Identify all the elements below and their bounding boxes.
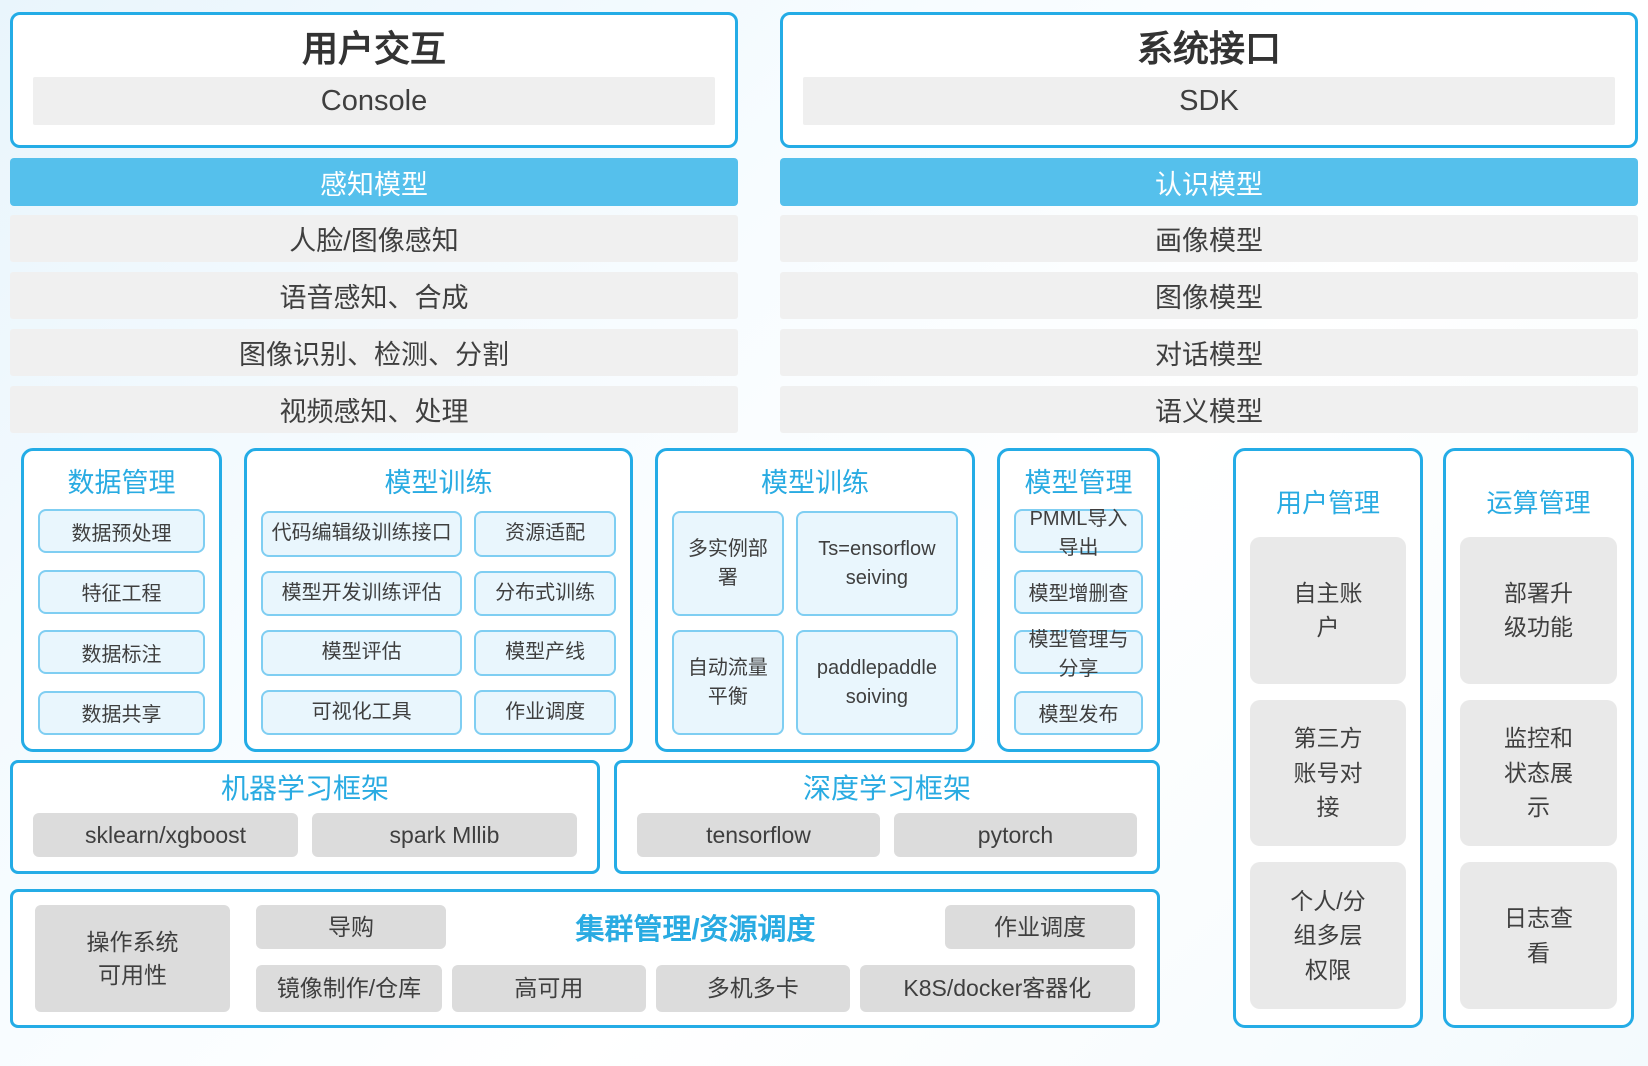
header-recognition-model: 认识模型 (780, 158, 1638, 206)
chip-model-evaluation: 模型评估 (261, 630, 463, 676)
model-management-items: PMML导入导出 模型增删查 模型管理与分享 模型发布 (1014, 508, 1143, 735)
chip-tensorflow-serving: Ts=ensorflow seiving (795, 511, 958, 616)
chip-data-preprocess: 数据预处理 (38, 509, 205, 553)
chip-sklearn-xgboost: sklearn/xgboost (33, 813, 298, 857)
box-title: 模型训练 (384, 468, 493, 498)
model-headers-row: 感知模型 认识模型 (10, 158, 1638, 206)
chip-model-crud: 模型增删查 (1014, 569, 1143, 614)
recognition-model-rows: 画像模型 图像模型 对话模型 语义模型 (780, 215, 1638, 433)
model-row-speech: 语音感知、合成 (10, 272, 738, 319)
chip-distributed-training: 分布式训练 (474, 570, 616, 616)
chip-model-publish: 模型发布 (1014, 690, 1143, 735)
perception-model-rows: 人脸/图像感知 语音感知、合成 图像识别、检测、分割 视频感知、处理 (10, 215, 738, 433)
chip-multi-level-permission: 个人/分组多层权限 (1250, 862, 1406, 1010)
box-dl-framework: 深度学习框架 tensorflow pytorch (614, 760, 1160, 874)
box-title: 深度学习框架 (802, 773, 971, 804)
main-area: 数据管理 数据预处理 特征工程 数据标注 数据共享 模型训练 代码编辑级训练接口… (10, 448, 1638, 1028)
chip-job-scheduling-bottom: 作业调度 (945, 905, 1135, 949)
chip-model-pipeline: 模型产线 (474, 630, 616, 676)
chip-shopping-guide: 导购 (256, 905, 446, 949)
box-operation-management: 运算管理 部署升级功能 监控和状态展示 日志查看 (1443, 448, 1634, 1028)
panel-user-interaction: 用户交互 Console (10, 12, 738, 148)
chip-paddlepaddle-serving: paddlepaddle soiving (795, 630, 958, 735)
box-user-management: 用户管理 自主账户 第三方账号对接 个人/分组多层权限 (1233, 448, 1423, 1028)
box-model-management: 模型管理 PMML导入导出 模型增删查 模型管理与分享 模型发布 (997, 448, 1160, 752)
box-title: 机器学习框架 (220, 773, 389, 804)
chip-code-editing-training-api: 代码编辑级训练接口 (261, 511, 463, 557)
panel-user-interaction-title: 用户交互 (301, 28, 446, 69)
panel-system-interface: 系统接口 SDK (780, 12, 1638, 148)
model-row-profile: 画像模型 (780, 215, 1638, 262)
box-title: 数据管理 (67, 468, 176, 498)
chip-resource-adaptation: 资源适配 (474, 511, 616, 557)
left-main-column: 数据管理 数据预处理 特征工程 数据标注 数据共享 模型训练 代码编辑级训练接口… (10, 448, 1160, 1028)
data-management-items: 数据预处理 特征工程 数据标注 数据共享 (38, 509, 205, 735)
chip-visualization-tools: 可视化工具 (261, 689, 463, 735)
chip-pmml-import-export: PMML导入导出 (1014, 508, 1143, 559)
chip-feature-engineering: 特征工程 (38, 569, 205, 614)
chip-job-scheduling: 作业调度 (474, 689, 616, 735)
dl-framework-items: tensorflow pytorch (637, 813, 1137, 857)
box-title: 模型管理 (1024, 468, 1133, 498)
box-data-management: 数据管理 数据预处理 特征工程 数据标注 数据共享 (21, 448, 222, 752)
chip-spark-mllib: spark Mllib (312, 813, 577, 857)
chip-model-manage-share: 模型管理与分享 (1014, 629, 1143, 680)
panel-system-interface-title: 系统接口 (1136, 28, 1281, 69)
chip-third-party-account: 第三方账号对接 (1250, 699, 1406, 847)
capability-boxes-row: 数据管理 数据预处理 特征工程 数据标注 数据共享 模型训练 代码编辑级训练接口… (21, 448, 1160, 752)
ml-framework-items: sklearn/xgboost spark Mllib (33, 813, 577, 857)
sdk-item: SDK (803, 77, 1615, 125)
cluster-title: 集群管理/资源调度 (575, 914, 816, 946)
box-title: 用户管理 (1275, 488, 1380, 518)
frameworks-row: 机器学习框架 sklearn/xgboost spark Mllib 深度学习框… (10, 760, 1160, 874)
box-ml-framework: 机器学习框架 sklearn/xgboost spark Mllib (10, 760, 600, 874)
operation-management-items: 部署升级功能 监控和状态展示 日志查看 (1460, 537, 1617, 1010)
cluster-top-row: 导购 集群管理/资源调度 作业调度 (256, 905, 1135, 949)
chip-multi-machine-multi-card: 多机多卡 (655, 965, 850, 1012)
model-row-image-recognition: 图像识别、检测、分割 (10, 329, 738, 376)
model-training-2-items: 多实例部署 Ts=ensorflow seiving 自动流量平衡 paddle… (672, 511, 958, 735)
chip-multi-instance-deploy: 多实例部署 (672, 511, 784, 616)
chip-k8s-docker: K8S/docker客器化 (859, 965, 1135, 1012)
model-row-dialog: 对话模型 (780, 329, 1638, 376)
user-management-items: 自主账户 第三方账号对接 个人/分组多层权限 (1250, 537, 1406, 1010)
chip-monitoring-status: 监控和状态展示 (1460, 699, 1617, 847)
chip-deploy-upgrade: 部署升级功能 (1460, 537, 1617, 684)
chip-pytorch: pytorch (894, 813, 1137, 857)
box-cluster-management: 操作系统可用性 导购 集群管理/资源调度 作业调度 镜像制作/仓库 高可用 多机… (10, 889, 1160, 1028)
header-perception-model: 感知模型 (10, 158, 738, 206)
console-item: Console (33, 77, 715, 125)
box-title: 运算管理 (1486, 488, 1591, 518)
model-training-1-items: 代码编辑级训练接口 资源适配 模型开发训练评估 分布式训练 模型评估 模型产线 … (261, 511, 616, 735)
cluster-right-area: 导购 集群管理/资源调度 作业调度 镜像制作/仓库 高可用 多机多卡 K8S/d… (256, 905, 1135, 1012)
chip-tensorflow: tensorflow (637, 813, 880, 857)
model-row-video: 视频感知、处理 (10, 386, 738, 433)
chip-os-availability: 操作系统可用性 (35, 905, 230, 1012)
chip-auto-traffic-balance: 自动流量平衡 (672, 630, 784, 735)
model-row-face-image: 人脸/图像感知 (10, 215, 738, 262)
chip-data-sharing: 数据共享 (38, 690, 205, 735)
chip-self-account: 自主账户 (1250, 537, 1406, 684)
box-model-training-1: 模型训练 代码编辑级训练接口 资源适配 模型开发训练评估 分布式训练 模型评估 … (244, 448, 633, 752)
chip-model-dev-training-eval: 模型开发训练评估 (261, 570, 463, 616)
top-panels-row: 用户交互 Console 系统接口 SDK (10, 12, 1638, 148)
chip-high-availability: 高可用 (452, 965, 646, 1012)
model-rows-row: 人脸/图像感知 语音感知、合成 图像识别、检测、分割 视频感知、处理 画像模型 … (10, 215, 1638, 433)
model-row-image: 图像模型 (780, 272, 1638, 319)
cluster-bottom-row: 镜像制作/仓库 高可用 多机多卡 K8S/docker客器化 (256, 965, 1135, 1012)
chip-data-labeling: 数据标注 (38, 630, 205, 675)
box-title: 模型训练 (761, 468, 869, 498)
chip-log-view: 日志查看 (1460, 862, 1617, 1010)
box-model-training-2: 模型训练 多实例部署 Ts=ensorflow seiving 自动流量平衡 p… (655, 448, 975, 752)
model-row-semantic: 语义模型 (780, 386, 1638, 433)
chip-image-build-repo: 镜像制作/仓库 (256, 965, 442, 1012)
